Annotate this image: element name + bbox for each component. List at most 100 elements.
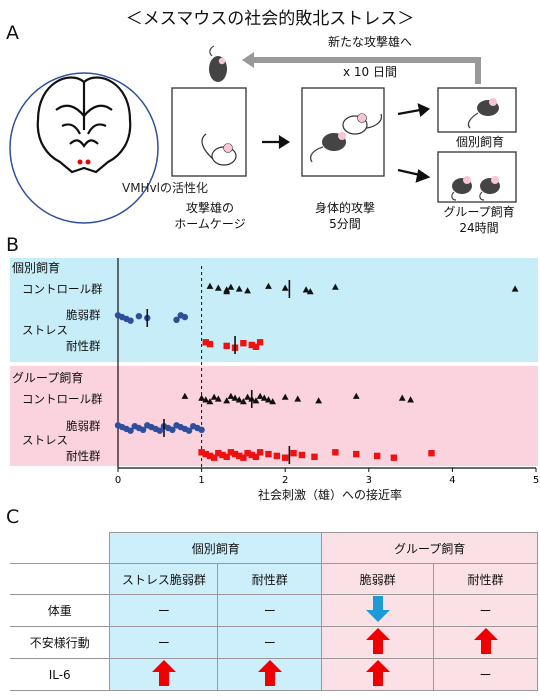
- group-housing-box: [437, 151, 517, 203]
- summary-table: 個別飼育 グループ飼育 ストレス脆弱群 耐性群 脆弱群 耐性群 体重ーーー不安様…: [10, 532, 538, 691]
- table-row: 不安様行動ーー: [10, 626, 538, 659]
- data-point: [235, 396, 243, 403]
- flow-arrows: [262, 103, 431, 183]
- data-point: [265, 396, 272, 403]
- panel-b-letter: B: [6, 234, 20, 256]
- data-point: [252, 397, 260, 404]
- data-point: [248, 341, 255, 349]
- data-point: [227, 392, 235, 399]
- x-tick-label: 1: [198, 475, 204, 486]
- data-point: [210, 454, 218, 461]
- row-label: IL-6: [10, 658, 111, 691]
- vmhvl-right-dot: [85, 159, 91, 165]
- data-point: [248, 451, 255, 459]
- data-point: [290, 450, 297, 457]
- data-point: [353, 450, 360, 458]
- no-change-dash: ー: [433, 658, 538, 691]
- data-point: [428, 450, 435, 457]
- data-point: [206, 452, 214, 460]
- data-point: [244, 450, 251, 457]
- home-cage-box: [171, 87, 247, 177]
- data-point: [185, 427, 193, 434]
- data-point: [281, 393, 289, 400]
- up-arrow-icon: [109, 658, 219, 691]
- data-point: [231, 394, 239, 401]
- single-mouse-icon: [467, 98, 499, 129]
- data-point: [302, 286, 310, 293]
- table-row: 体重ーーー: [10, 594, 538, 627]
- sub-header: 耐性群: [433, 563, 538, 595]
- data-point: [240, 454, 247, 461]
- data-point: [127, 317, 134, 324]
- data-point: [298, 451, 306, 459]
- data-point: [265, 282, 272, 289]
- solo-stress-label: ストレス: [22, 323, 68, 337]
- data-point: [332, 449, 339, 456]
- group-resilient-label: 耐性群: [66, 449, 101, 463]
- data-point: [240, 398, 247, 405]
- panel-a-letter: A: [6, 22, 19, 44]
- data-point: [235, 285, 243, 292]
- x-tick-label: 5: [533, 475, 539, 486]
- repeat-label: 新たな攻撃雄へ: [327, 35, 412, 49]
- data-point: [227, 283, 235, 290]
- empty-corner-2: [10, 563, 111, 595]
- solo-band: [10, 258, 538, 362]
- data-point: [202, 450, 209, 458]
- single-housing-box: [437, 87, 517, 133]
- down-arrow-icon: [321, 594, 435, 627]
- data-point: [511, 285, 519, 292]
- data-point: [127, 427, 134, 434]
- no-change-dash: ー: [433, 594, 538, 627]
- data-point: [352, 392, 360, 399]
- data-point: [198, 426, 205, 433]
- data-point: [223, 288, 231, 295]
- up-arrow-icon: [321, 626, 435, 659]
- solo-resilient-label: 耐性群: [66, 339, 101, 353]
- data-point: [273, 452, 281, 460]
- data-point: [181, 313, 189, 321]
- data-point: [223, 397, 231, 404]
- data-point: [331, 283, 339, 290]
- data-point: [256, 449, 264, 456]
- data-point: [244, 287, 251, 294]
- group-vulnerable-label: 脆弱群: [66, 419, 101, 433]
- header-solo: 個別飼育: [109, 532, 323, 564]
- group-band: [10, 366, 538, 466]
- data-point: [210, 393, 218, 400]
- group-control-label: コントロール群: [22, 392, 103, 406]
- no-change-dash: ー: [217, 594, 323, 627]
- female-mouse-icon: [201, 133, 237, 166]
- x-tick-label: 0: [115, 475, 121, 486]
- data-point: [311, 453, 318, 460]
- panel-a-diagram: [9, 45, 517, 224]
- step1-label: 攻撃雄の ホームケージ: [174, 201, 246, 231]
- data-point: [373, 452, 381, 460]
- solo-control-label: コントロール群: [22, 282, 103, 296]
- x-tick-label: 3: [366, 475, 372, 486]
- data-point: [256, 392, 264, 399]
- figure-title: ＜メスマウスの社会的敗北ストレス＞: [125, 9, 415, 29]
- data-point: [198, 449, 205, 456]
- vmhvl-left-dot: [77, 159, 83, 165]
- brain-section-icon: [36, 76, 132, 174]
- data-point: [214, 395, 222, 402]
- empty-corner: [10, 532, 111, 564]
- data-point: [215, 450, 222, 457]
- attack-box: [301, 87, 385, 177]
- data-point: [294, 395, 302, 402]
- data-point: [139, 426, 147, 433]
- data-point: [236, 452, 243, 460]
- step2-label: 身体的攻撃 5分間: [314, 201, 375, 231]
- data-point: [206, 340, 214, 348]
- x-tick-label: 2: [282, 475, 288, 486]
- out1-label: 個別飼育: [455, 135, 504, 149]
- no-change-dash: ー: [109, 626, 219, 659]
- data-point: [265, 450, 272, 458]
- data-point: [202, 339, 209, 346]
- data-point: [306, 288, 314, 295]
- row-label: 体重: [10, 594, 111, 627]
- no-change-dash: ー: [217, 626, 323, 659]
- data-point: [181, 392, 189, 399]
